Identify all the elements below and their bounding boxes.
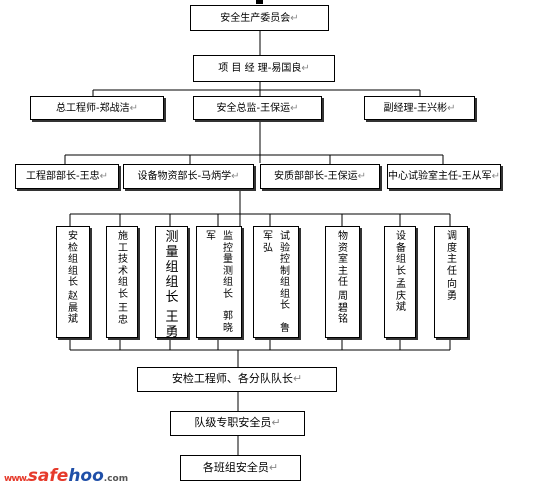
group-officer-label: 各班组安全员	[202, 460, 269, 474]
group-box-3: 测量组组长 王勇	[155, 226, 188, 340]
watermark-prefix: www.	[4, 474, 29, 484]
equipment-box: 设备物资部长-马炳学↵	[123, 164, 254, 189]
top-marker	[256, 0, 263, 4]
group-box-7: 设备组长 孟庆斌	[384, 226, 416, 338]
group-box-8-name: 向勇	[447, 279, 457, 302]
group-box-5-title: 试验控制组组长	[280, 231, 290, 311]
quality-box: 安质部部长-王保运↵	[260, 164, 380, 189]
watermark-brand-b: hoo	[68, 466, 104, 486]
group-box-4-name: 郭晓	[223, 311, 233, 334]
committee-label: 安全生产委员会	[220, 12, 291, 24]
group-box-6-name: 周碧铭	[338, 291, 348, 325]
group-box-2: 施工技术组长 王忠	[106, 226, 138, 338]
group-box-5-prefix: 军弘	[263, 231, 273, 254]
group-box-3-title: 测量组组长	[165, 230, 179, 305]
team-officer-box: 队级专职安全员↵	[170, 411, 305, 436]
group-box-6-title: 物资室主任	[338, 231, 348, 288]
lab-label: 中心试验室主任-王从军	[388, 171, 492, 182]
chief-engineer-box: 总工程师-郑战洁↵	[30, 96, 164, 120]
group-box-4: 军 监控量测组长 郭晓	[196, 226, 242, 338]
equipment-label: 设备物资部长-马炳学	[137, 171, 232, 182]
group-box-6: 物资室主任 周碧铭	[325, 226, 360, 338]
group-box-8-title: 调度主任	[447, 231, 457, 277]
group-officer-box: 各班组安全员↵	[180, 455, 301, 481]
group-box-4-prefix: 军	[206, 231, 216, 242]
group-box-3-name: 王勇	[165, 310, 179, 340]
group-box-4-title: 监控量测组长	[223, 231, 233, 300]
inspectors-box: 安检工程师、各分队队长↵	[137, 367, 337, 392]
engineering-label: 工程部部长-王忠	[26, 171, 100, 182]
watermark-suffix: .com	[103, 474, 129, 484]
committee-box: 安全生产委员会↵	[190, 5, 329, 31]
group-box-2-name: 王忠	[118, 303, 128, 326]
quality-label: 安质部部长-王保运	[274, 171, 358, 182]
inspectors-label: 安检工程师、各分队队长	[171, 372, 293, 386]
deputy-manager-label: 副经理-王兴彬	[383, 102, 448, 114]
group-box-1-name: 赵晨斌	[68, 291, 78, 325]
watermark-brand-a: safe	[27, 466, 69, 486]
group-box-5: 军弘 试验控制组组长 鲁	[253, 226, 299, 338]
group-box-1-title: 安检组组长	[68, 231, 78, 288]
deputy-manager-box: 副经理-王兴彬↵	[364, 96, 475, 120]
lab-box: 中心试验室主任-王从军↵	[387, 164, 501, 189]
safety-director-box: 安全总监-王保运↵	[193, 96, 322, 120]
watermark-logo: www.safehoo.com	[4, 466, 128, 486]
group-box-5-name: 鲁	[280, 323, 290, 334]
chief-engineer-label: 总工程师-郑战洁	[56, 102, 130, 114]
safety-director-label: 安全总监-王保运	[216, 102, 291, 114]
group-box-7-title: 设备组长	[396, 231, 406, 277]
engineering-box: 工程部部长-王忠↵	[15, 164, 119, 189]
project-manager-box: 项 目 经 理-易国良↵	[193, 55, 335, 82]
group-box-7-name: 孟庆斌	[396, 279, 406, 313]
group-box-1: 安检组组长 赵晨斌	[56, 226, 90, 338]
project-manager-label: 项 目 经 理-易国良	[218, 63, 302, 74]
team-officer-label: 队级专职安全员	[194, 416, 272, 430]
group-box-2-title: 施工技术组长	[118, 231, 128, 300]
group-box-8: 调度主任 向勇	[434, 226, 468, 338]
